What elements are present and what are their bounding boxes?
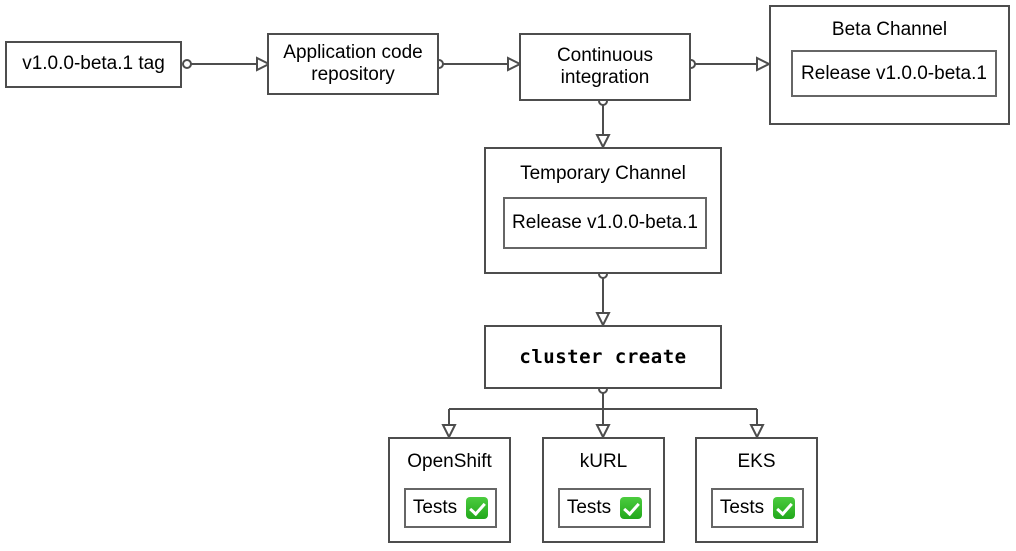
node-cluster-create[interactable]: cluster create [484, 325, 722, 389]
green-check-icon [773, 497, 796, 519]
container-temporary-channel-title: Temporary Channel [520, 163, 686, 184]
eks-tests-box[interactable]: Tests [711, 488, 804, 528]
openshift-tests-box[interactable]: Tests [404, 488, 497, 528]
green-check-icon [466, 497, 489, 519]
container-beta-channel-title: Beta Channel [831, 19, 948, 40]
node-application-code-repository[interactable]: Application code repository [267, 33, 439, 95]
container-eks[interactable]: EKS Tests [695, 437, 818, 543]
openshift-tests-row: Tests [412, 497, 489, 519]
node-version-tag[interactable]: v1.0.0-beta.1 tag [5, 41, 182, 88]
container-temporary-channel[interactable]: Temporary Channel Release v1.0.0-beta.1 [484, 147, 722, 274]
node-continuous-integration[interactable]: Continuous integration [519, 33, 691, 101]
container-kurl-title: kURL [579, 451, 628, 472]
edge-cluster-create-fanout [441, 384, 765, 440]
temporary-channel-release-box[interactable]: Release v1.0.0-beta.1 [503, 197, 707, 249]
eks-tests-label: Tests [719, 497, 765, 518]
container-kurl[interactable]: kURL Tests [542, 437, 665, 543]
container-beta-channel[interactable]: Beta Channel Release v1.0.0-beta.1 [769, 5, 1010, 125]
edge-tag-to-repo [182, 56, 272, 72]
kurl-tests-row: Tests [566, 497, 643, 519]
container-eks-title: EKS [737, 451, 776, 472]
edge-ci-to-beta-channel [686, 56, 772, 72]
beta-channel-release-box[interactable]: Release v1.0.0-beta.1 [791, 50, 997, 97]
edge-ci-to-temporary-channel [595, 96, 611, 150]
temporary-channel-release-label: Release v1.0.0-beta.1 [512, 212, 698, 233]
kurl-tests-box[interactable]: Tests [558, 488, 651, 528]
kurl-tests-label: Tests [566, 497, 612, 518]
node-version-tag-label: v1.0.0-beta.1 tag [22, 53, 165, 75]
eks-tests-row: Tests [719, 497, 796, 519]
container-openshift-title: OpenShift [407, 451, 492, 472]
green-check-icon [620, 497, 643, 519]
node-application-code-repository-label: Application code repository [283, 41, 423, 85]
openshift-tests-label: Tests [412, 497, 458, 518]
edge-repo-to-ci [434, 56, 523, 72]
node-cluster-create-label: cluster create [519, 345, 687, 368]
container-openshift[interactable]: OpenShift Tests [388, 437, 511, 543]
beta-channel-release-label: Release v1.0.0-beta.1 [801, 62, 987, 84]
edge-temporary-channel-to-cluster-create [595, 269, 611, 328]
node-continuous-integration-label: Continuous integration [556, 44, 654, 88]
